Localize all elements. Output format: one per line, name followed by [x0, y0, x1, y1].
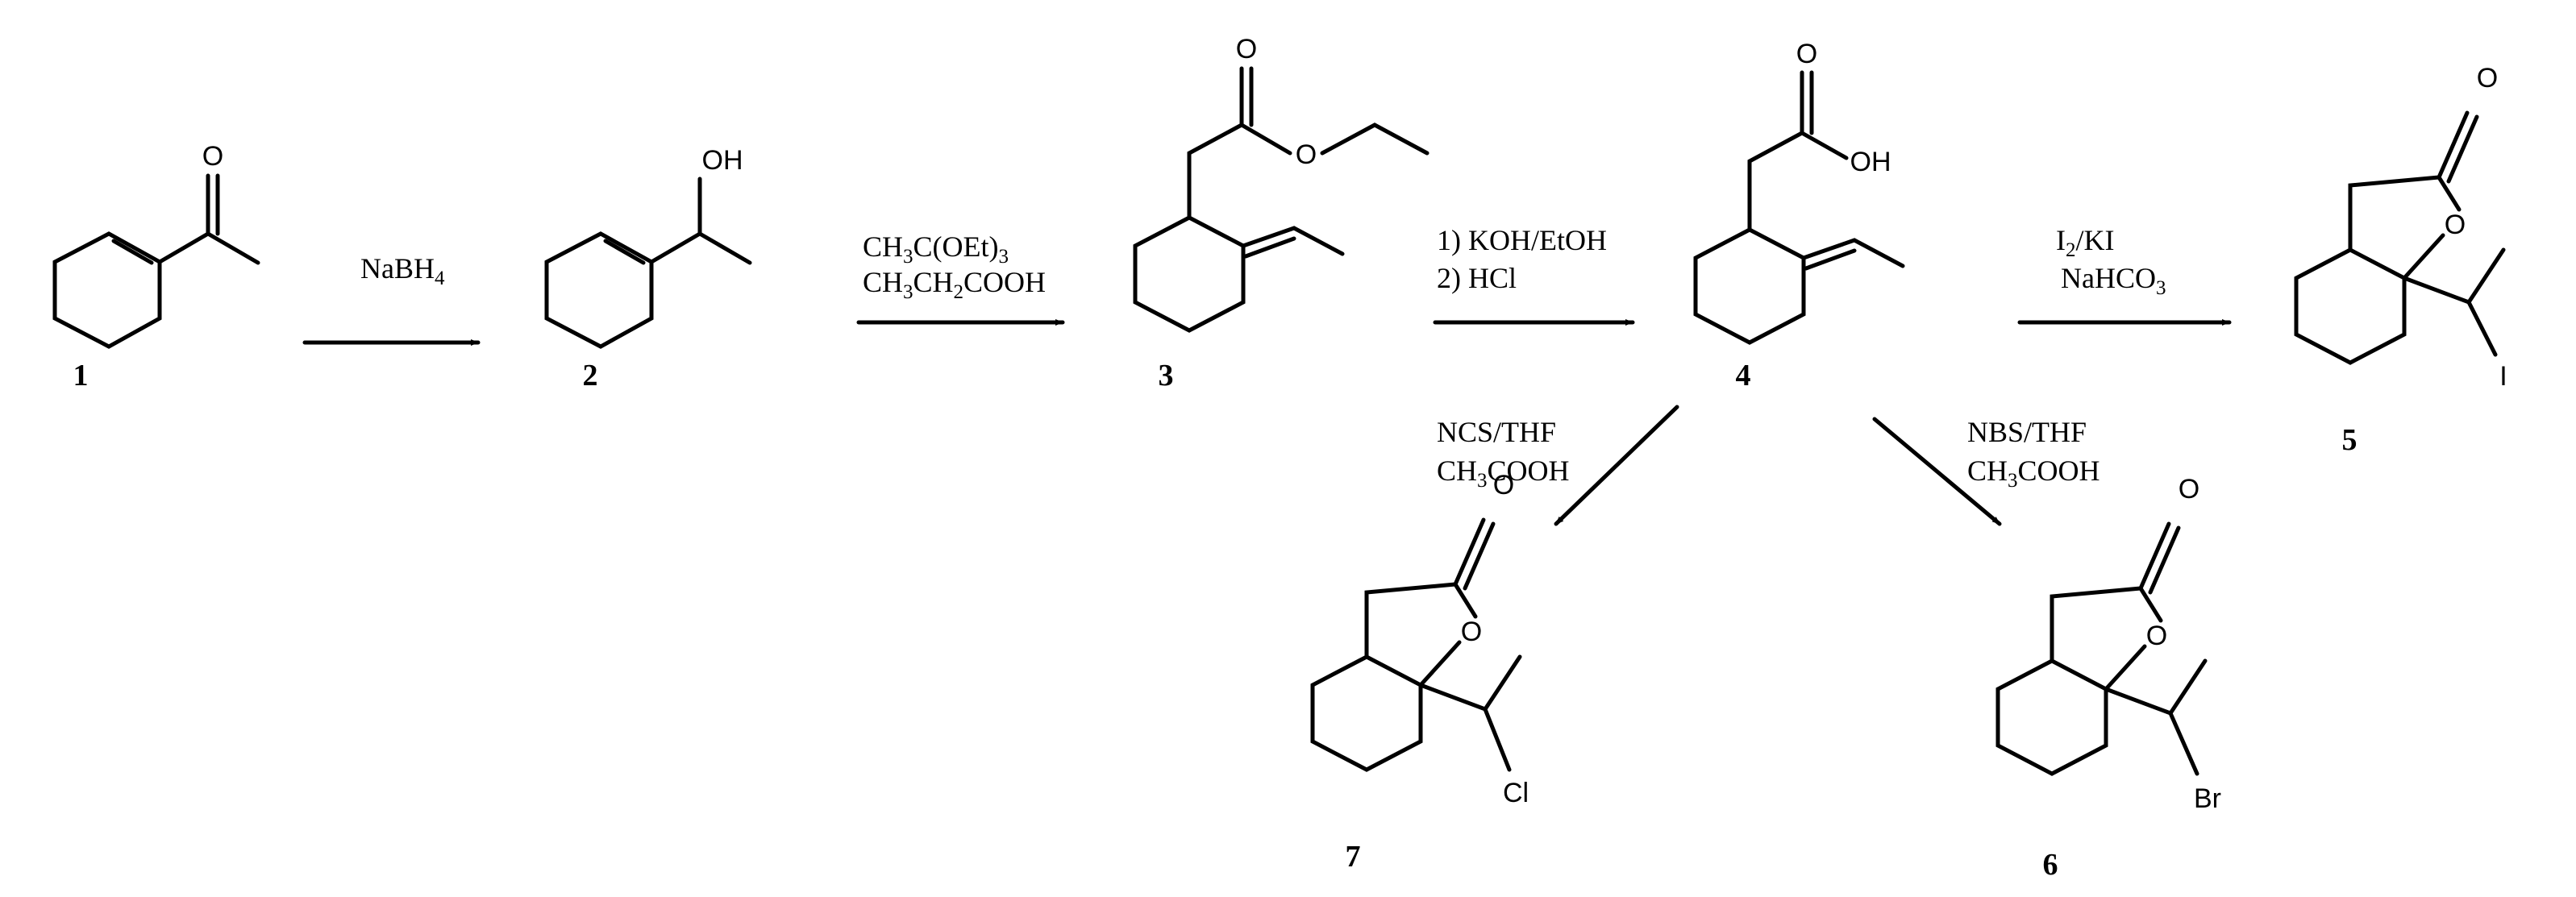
- atom-o-carbonyl: O: [1493, 470, 1514, 500]
- arrow-2-to-3: CH3C(OEt)3 CH3CH2COOH: [856, 230, 1065, 326]
- reagent-nabh4: NaBH4: [360, 252, 445, 289]
- compound-1: O 1: [52, 141, 260, 392]
- atom-oh: OH: [1850, 147, 1891, 177]
- reagent-nahco3: NaHCO3: [2061, 262, 2166, 299]
- arrow-3-to-4: 1) KOH/EtOH 2) HCl: [1433, 224, 1635, 326]
- atom-chlorine: Cl: [1503, 778, 1529, 808]
- compound-label-4: 4: [1736, 359, 1751, 392]
- reagent-orthoester: CH3C(OEt)3: [863, 230, 1009, 268]
- reagent-ncs-thf: NCS/THF: [1437, 416, 1556, 448]
- reagent-i2-ki: I2/KI: [2056, 224, 2115, 261]
- compound-3: O O 3: [1133, 34, 1429, 392]
- arrow-4-to-7: NCS/THF CH3COOH: [1437, 405, 1679, 526]
- compound-label-6: 6: [2043, 848, 2058, 882]
- atom-o-carbonyl: O: [2179, 474, 2199, 505]
- compound-label-2: 2: [583, 359, 598, 392]
- atom-bromine: Br: [2194, 783, 2221, 814]
- compound-2: OH 2: [544, 145, 752, 392]
- reagent-propionic-acid: CH3CH2COOH: [863, 266, 1046, 303]
- compound-7: O O Cl 7: [1310, 470, 1529, 874]
- atom-o: O: [202, 141, 223, 172]
- reagent-nbs-thf: NBS/THF: [1967, 416, 2087, 448]
- compound-4: O OH 4: [1693, 39, 1905, 392]
- compound-6: O O Br 6: [1995, 474, 2221, 882]
- compound-5: O O I 5: [2294, 63, 2507, 457]
- arrow-4-to-6: NBS/THF CH3COOH: [1872, 416, 2100, 526]
- compound-label-3: 3: [1159, 359, 1174, 392]
- atom-o-carbonyl: O: [1236, 34, 1257, 64]
- arrow-1-to-2: NaBH4: [302, 252, 481, 346]
- atom-o-ester: O: [1296, 139, 1317, 170]
- reagent-acetic-acid-7: CH3COOH: [1437, 455, 1570, 492]
- reagent-hcl: 2) HCl: [1437, 262, 1517, 294]
- reagent-koh-etoh: 1) KOH/EtOH: [1437, 224, 1607, 256]
- atom-o-carbonyl: O: [2477, 63, 2498, 93]
- atom-iodine: I: [2499, 361, 2507, 392]
- atom-o-ring: O: [1461, 617, 1482, 647]
- atom-oh: OH: [702, 145, 743, 176]
- atom-o-ring: O: [2445, 210, 2466, 240]
- reagent-acetic-acid-6: CH3COOH: [1967, 455, 2100, 492]
- arrow-4-to-5: I2/KI NaHCO3: [2017, 224, 2232, 326]
- compound-label-7: 7: [1346, 840, 1361, 874]
- compound-label-1: 1: [73, 359, 89, 392]
- compound-label-5: 5: [2342, 423, 2358, 457]
- atom-o-carbonyl: O: [1796, 39, 1817, 69]
- atom-o-ring: O: [2146, 621, 2167, 651]
